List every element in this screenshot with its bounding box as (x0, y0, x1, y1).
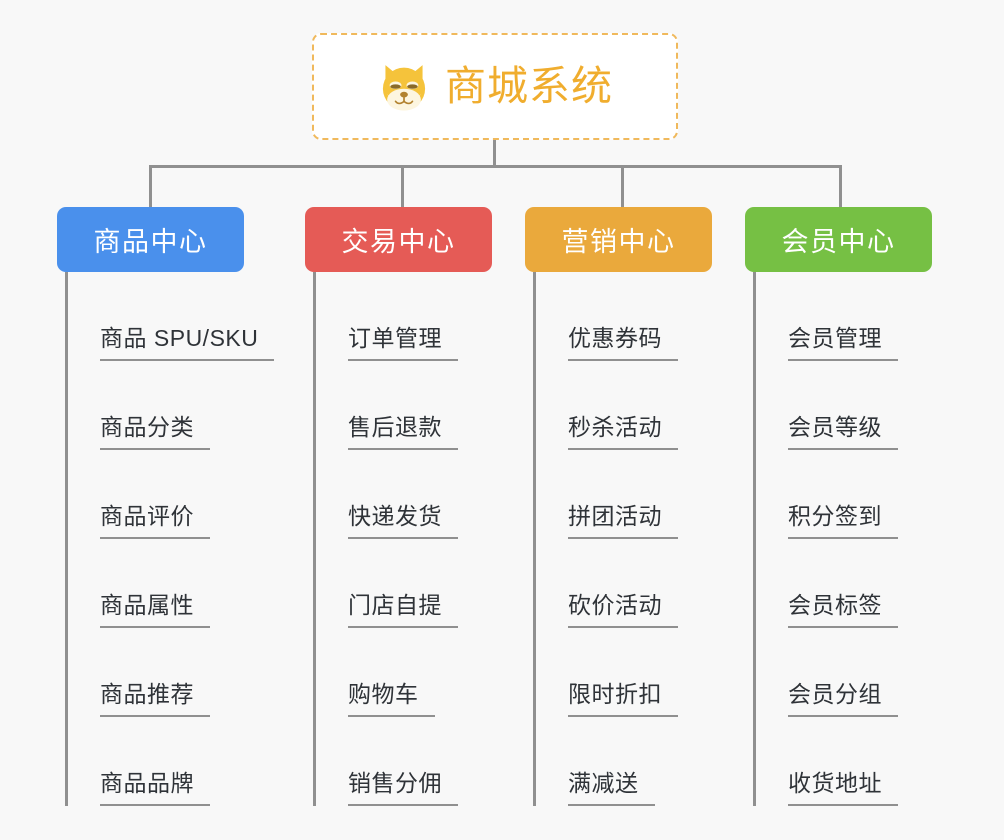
leaf-label: 拼团活动 (568, 504, 678, 539)
category-header-member[interactable]: 会员中心 (745, 207, 932, 272)
leaf-label: 商品推荐 (100, 682, 210, 717)
leaf-label: 秒杀活动 (568, 415, 678, 450)
leaf-label: 会员等级 (788, 415, 898, 450)
leaf-label: 商品品牌 (100, 771, 210, 806)
root-node[interactable]: 商城系统 (312, 33, 678, 140)
list-item[interactable]: 快递发货 (316, 450, 535, 539)
leaf-label: 会员标签 (788, 593, 898, 628)
root-title: 商城系统 (445, 63, 613, 109)
list-item[interactable]: 满减送 (536, 717, 755, 806)
leaf-label: 满减送 (568, 771, 655, 806)
list-item[interactable]: 积分签到 (756, 450, 975, 539)
list-item[interactable]: 会员等级 (756, 361, 975, 450)
leaf-label: 会员分组 (788, 682, 898, 717)
list-item[interactable]: 秒杀活动 (536, 361, 755, 450)
list-item[interactable]: 门店自提 (316, 539, 535, 628)
list-item[interactable]: 砍价活动 (536, 539, 755, 628)
leaf-label: 门店自提 (348, 593, 458, 628)
list-item[interactable]: 商品 SPU/SKU (68, 272, 287, 361)
category-header-label: 商品中心 (93, 227, 208, 257)
leaf-label: 快递发货 (348, 504, 458, 539)
list-item[interactable]: 售后退款 (316, 361, 535, 450)
connector-root-stem (493, 140, 496, 168)
leaf-label: 售后退款 (348, 415, 458, 450)
list-item[interactable]: 商品属性 (68, 539, 287, 628)
category-header-label: 营销中心 (561, 227, 676, 257)
category-header-marketing[interactable]: 营销中心 (525, 207, 712, 272)
leaf-label: 商品属性 (100, 593, 210, 628)
list-item[interactable]: 限时折扣 (536, 628, 755, 717)
list-item[interactable]: 商品品牌 (68, 717, 287, 806)
leaf-label: 商品 SPU/SKU (100, 326, 275, 361)
leaf-list-product: 商品 SPU/SKU 商品分类 商品评价 商品属性 商品推荐 商品品牌 (65, 272, 287, 806)
list-item[interactable]: 优惠券码 (536, 272, 755, 361)
leaf-label: 商品分类 (100, 415, 210, 450)
leaf-label: 砍价活动 (568, 593, 678, 628)
leaf-label: 会员管理 (788, 326, 898, 361)
connector-drop-1 (149, 165, 152, 208)
category-header-trade[interactable]: 交易中心 (305, 207, 492, 272)
category-header-product[interactable]: 商品中心 (57, 207, 244, 272)
category-column-marketing: 营销中心 优惠券码 秒杀活动 拼团活动 砍价活动 限时折扣 满减送 (525, 207, 755, 806)
leaf-list-marketing: 优惠券码 秒杀活动 拼团活动 砍价活动 限时折扣 满减送 (533, 272, 755, 806)
leaf-label: 商品评价 (100, 504, 210, 539)
leaf-list-member: 会员管理 会员等级 积分签到 会员标签 会员分组 收货地址 (753, 272, 975, 806)
category-header-label: 交易中心 (341, 227, 456, 257)
leaf-label: 购物车 (348, 682, 435, 717)
connector-drop-4 (839, 165, 842, 208)
connector-drop-2 (401, 165, 404, 208)
category-header-label: 会员中心 (781, 227, 896, 257)
category-column-member: 会员中心 会员管理 会员等级 积分签到 会员标签 会员分组 收货地址 (745, 207, 975, 806)
list-item[interactable]: 会员分组 (756, 628, 975, 717)
leaf-label: 收货地址 (788, 771, 898, 806)
dog-face-icon (382, 64, 426, 111)
leaf-label: 订单管理 (348, 326, 458, 361)
list-item[interactable]: 订单管理 (316, 272, 535, 361)
list-item[interactable]: 会员管理 (756, 272, 975, 361)
list-item[interactable]: 会员标签 (756, 539, 975, 628)
list-item[interactable]: 购物车 (316, 628, 535, 717)
list-item[interactable]: 销售分佣 (316, 717, 535, 806)
list-item[interactable]: 商品推荐 (68, 628, 287, 717)
list-item[interactable]: 收货地址 (756, 717, 975, 806)
leaf-list-trade: 订单管理 售后退款 快递发货 门店自提 购物车 销售分佣 (313, 272, 535, 806)
leaf-label: 限时折扣 (568, 682, 678, 717)
list-item[interactable]: 拼团活动 (536, 450, 755, 539)
category-column-product: 商品中心 商品 SPU/SKU 商品分类 商品评价 商品属性 商品推荐 商品品牌 (57, 207, 287, 806)
category-column-trade: 交易中心 订单管理 售后退款 快递发货 门店自提 购物车 销售分佣 (305, 207, 535, 806)
leaf-label: 优惠券码 (568, 326, 678, 361)
list-item[interactable]: 商品评价 (68, 450, 287, 539)
connector-drop-3 (621, 165, 624, 208)
leaf-label: 积分签到 (788, 504, 898, 539)
leaf-label: 销售分佣 (348, 771, 458, 806)
list-item[interactable]: 商品分类 (68, 361, 287, 450)
connector-bus (149, 165, 842, 168)
